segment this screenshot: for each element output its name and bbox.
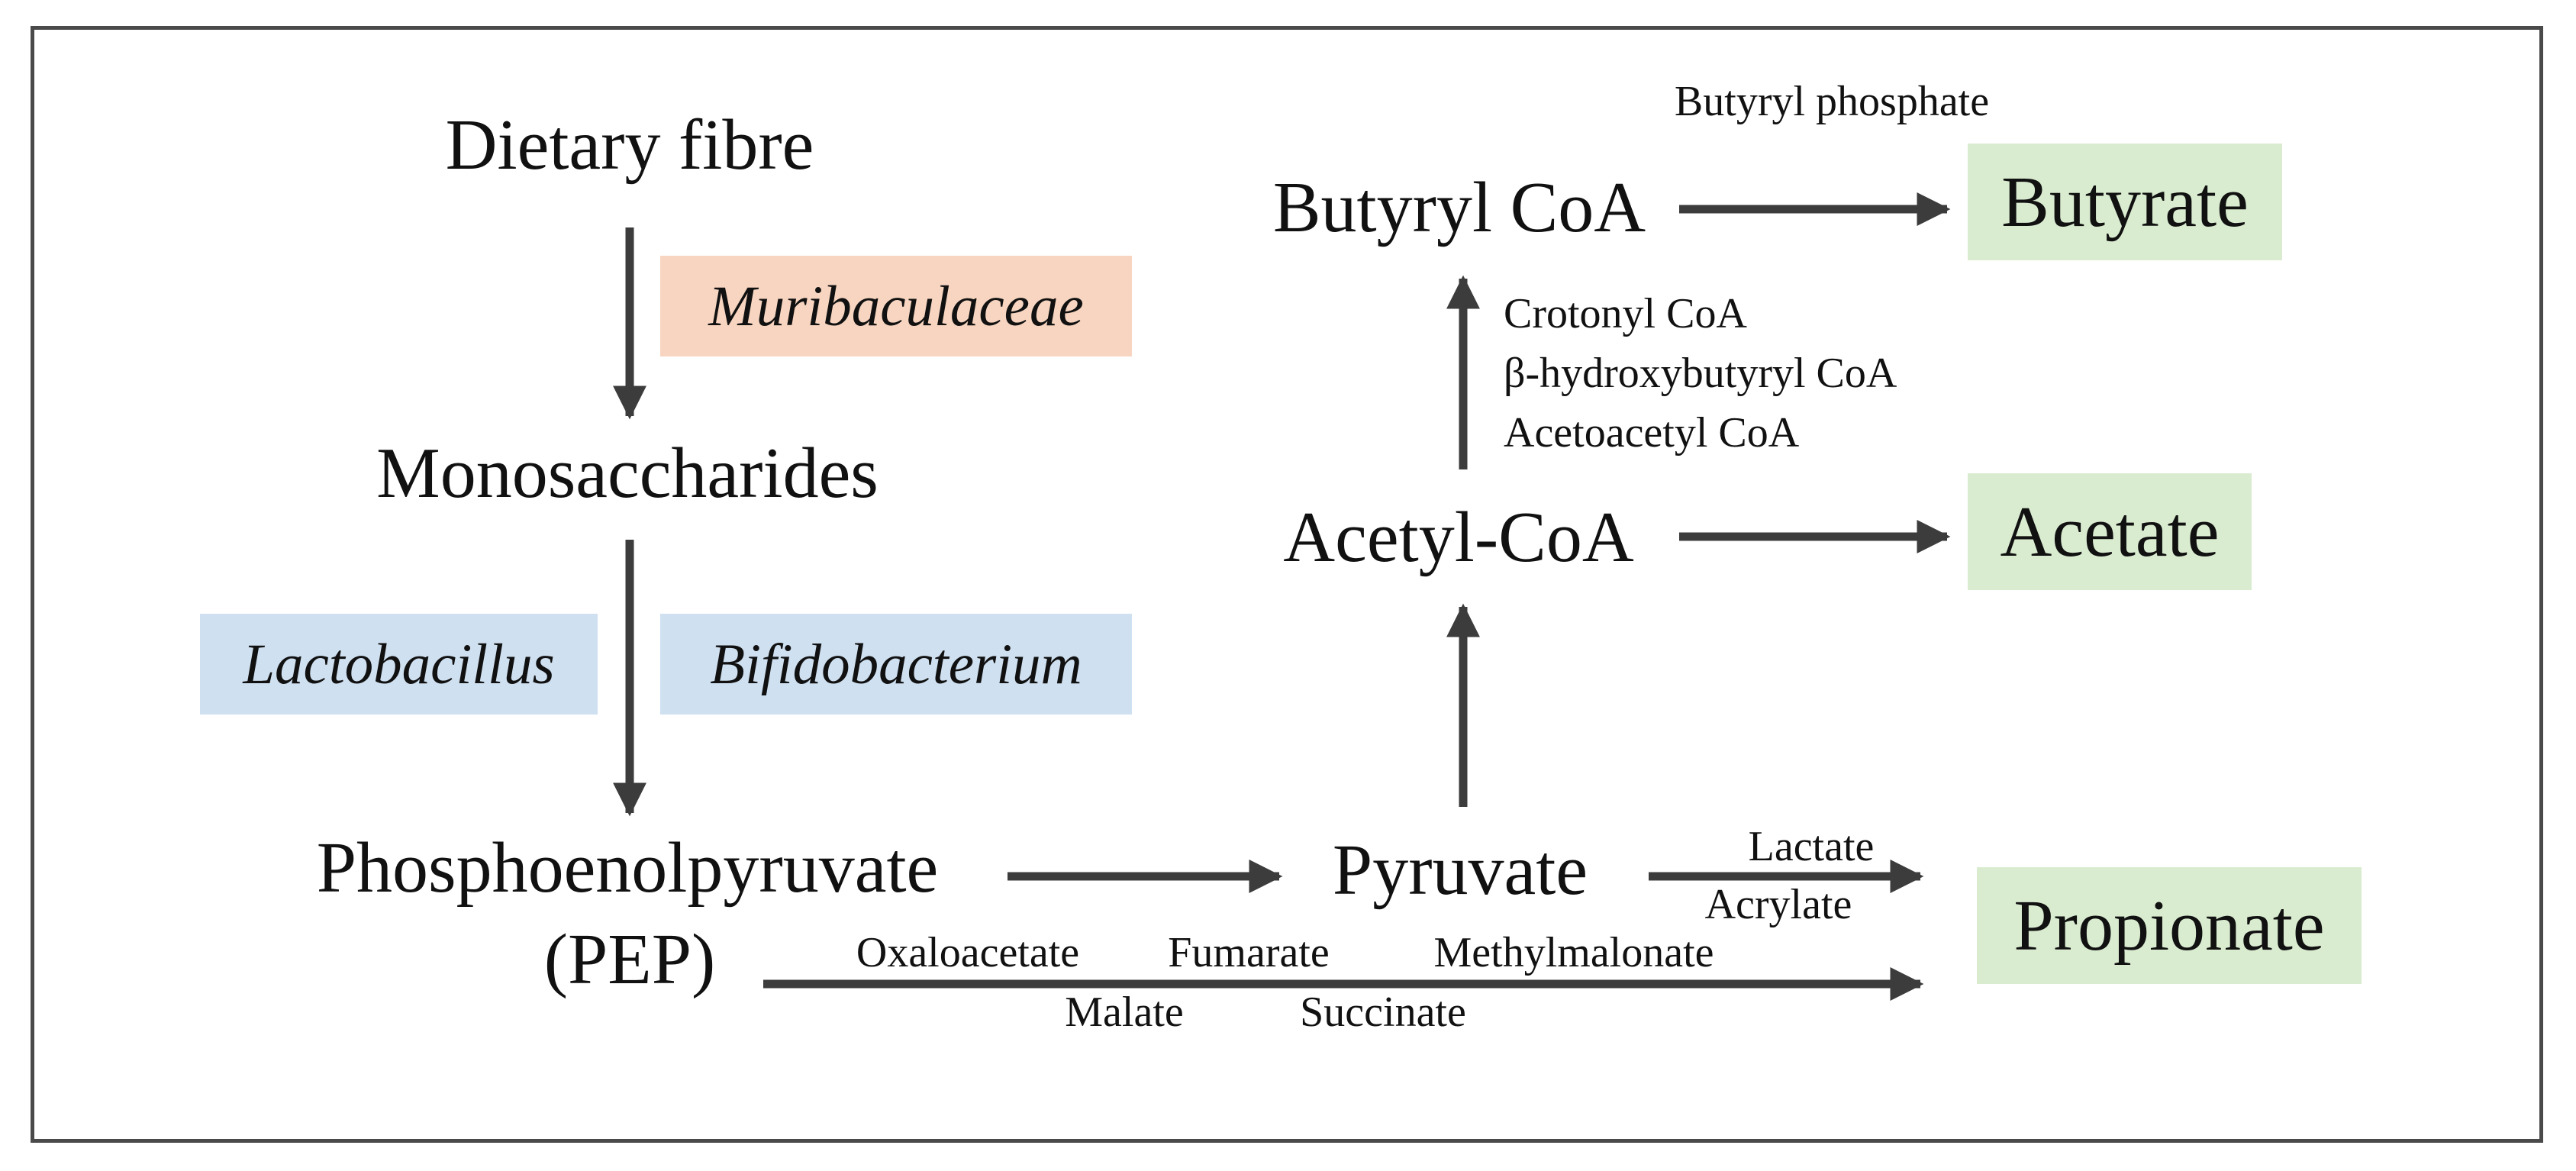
label-lactate: Lactate [1748,823,1875,870]
node-dietary-fibre: Dietary fibre [445,105,814,185]
label-methylmalonate: Methylmalonate [1433,929,1714,976]
node-monosaccharides: Monosaccharides [376,434,879,513]
label-oxaloacetate: Oxaloacetate [856,929,1080,976]
bacteria-box-bifidobacterium: Bifidobacterium [660,614,1132,715]
label-butyryl-phosphate: Butyryl phosphate [1674,78,1990,125]
label-fumarate: Fumarate [1168,929,1330,976]
label-acetoacetyl-coa: Acetoacetyl CoA [1504,409,1800,456]
label-acrylate: Acrylate [1704,881,1852,928]
node-pyruvate: Pyruvate [1332,831,1588,910]
bacteria-box-muribaculaceae: Muribaculaceae [660,256,1132,356]
label-crotonyl-coa: Crotonyl CoA [1504,290,1747,337]
label-malate: Malate [1065,989,1184,1036]
label-succinate: Succinate [1300,989,1466,1036]
node-pep-abbrev: (PEP) [543,920,716,999]
product-box-butyrate: Butyrate [1968,144,2282,260]
product-box-propionate: Propionate [1977,867,2362,984]
node-butyryl-coa: Butyryl CoA [1272,168,1646,247]
product-box-acetate: Acetate [1968,473,2252,590]
bacteria-box-lactobacillus: Lactobacillus [200,614,598,715]
label-hydroxybutyryl-coa: β-hydroxybutyryl CoA [1504,350,1897,397]
node-acetyl-coa: Acetyl-CoA [1283,498,1634,577]
node-pep: Phosphoenolpyruvate [316,828,939,908]
